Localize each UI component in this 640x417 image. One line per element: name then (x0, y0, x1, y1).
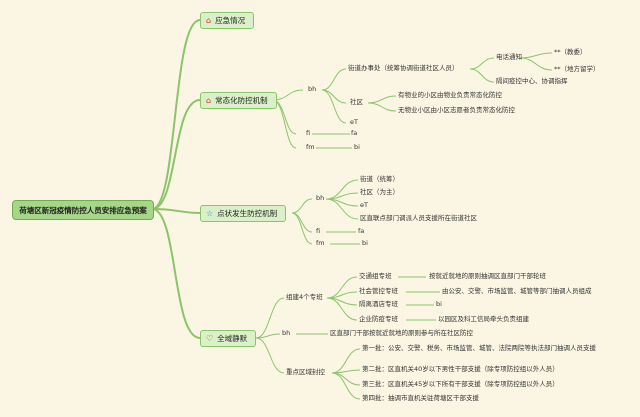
node-fi[interactable]: fi (316, 227, 321, 235)
node-fm[interactable]: fm (306, 143, 315, 151)
node-community-main[interactable]: 社区（为主） (360, 188, 399, 196)
node-street-office[interactable]: 街道办事处（统筹协调街道社区人员） (348, 64, 459, 72)
edge-b4-zd-p4 (331, 372, 361, 400)
node-cdc-coordination[interactable]: 隔间疫控中心、协调指挥 (496, 77, 568, 85)
node-bi[interactable]: bi (354, 143, 360, 151)
edge-b2-dianhua-difang (519, 57, 553, 71)
edge-b2-jiedao-dianhua (469, 57, 495, 70)
edge-b2-bh-et (321, 89, 347, 124)
edge-b3-bh (291, 198, 313, 214)
node-fa[interactable]: fa (358, 227, 365, 235)
house-icon: ⌂ (206, 15, 212, 25)
node-batch-3[interactable]: 第三批：区直机关45岁以下所有干部支援（除专项防控组以外人员） (362, 380, 559, 388)
branch-full-lockdown[interactable]: ♡ 全域静默 (200, 330, 257, 347)
branch-label: 应急情况 (215, 16, 246, 25)
node-fa[interactable]: fa (351, 129, 358, 137)
edge-b2-bh-shequ (321, 89, 347, 104)
edge-b4-zb-qiye (326, 297, 358, 321)
node-phone-notice[interactable]: 电话通知 (496, 53, 522, 61)
edge-b4-zd-p2 (331, 369, 361, 374)
edge-b4-zd-p1 (331, 348, 361, 374)
edge-b2-dianhua-jiaoyao (519, 52, 553, 59)
edge-root-b1 (151, 19, 201, 210)
node-fi[interactable]: fi (306, 129, 311, 137)
node-property-managed[interactable]: 有物业的小区由物业负责常态化防控 (398, 91, 502, 99)
node-batch-4[interactable]: 第四批：抽调市直机关驻荷塘区干部支援 (362, 394, 479, 402)
edge-root-b4 (151, 208, 201, 339)
node-education[interactable]: **（教委） (554, 48, 587, 56)
root-label: 荷塘区新冠疫情防控人员安排应急预案 (19, 205, 147, 215)
edge-b2-shequ-wuye2 (367, 102, 397, 112)
node-batch-1[interactable]: 第一批：公安、交警、税务、市场监管、城管、法院两院等执法部门抽调人员支援 (362, 344, 596, 352)
node-street-coord[interactable]: 街道（统筹） (360, 175, 399, 183)
node-traffic-team[interactable]: 交通组专班 (359, 272, 392, 280)
node-traffic-desc[interactable]: 按就近就地的原则抽调区直部门干部轮班 (429, 272, 546, 280)
node-community[interactable]: 社区 (350, 98, 363, 106)
node-no-property[interactable]: 无物业小区由小区志愿者负责常态化防控 (398, 106, 515, 114)
edge-b4-bh (255, 333, 281, 339)
node-cadre-community[interactable]: 区直部门干部按就近就地的原则参与所在社区防控 (330, 329, 473, 337)
edge-b2-jiedao-geli (469, 68, 495, 83)
node-social-control-team[interactable]: 社会管控专班 (359, 287, 398, 295)
node-social-control-desc[interactable]: 由公安、交警、市场监管、城管等部门抽调人员组成 (442, 287, 592, 295)
edge-root-b2 (151, 99, 201, 210)
node-overseas[interactable]: **（地方留学） (554, 65, 600, 73)
node-district-support[interactable]: 区直联点部门调派人员支援所在街道社区 (360, 214, 477, 222)
edge-b2-bh-jiedao (321, 68, 347, 91)
house-icon: ⌂ (206, 95, 212, 105)
edge-root-b3 (151, 208, 201, 214)
node-enterprise-team[interactable]: 企业防疫专班 (359, 315, 398, 323)
edge-b3-bh-quzhi (325, 198, 359, 220)
node-enterprise-desc[interactable]: 以园区及科工信局牵头负责组建 (438, 315, 529, 323)
branch-label: 常态化防控机制 (215, 96, 268, 105)
node-bh[interactable]: bh (308, 85, 317, 93)
edge-b4-zhuanban (255, 297, 285, 339)
node-et[interactable]: eT (350, 118, 358, 126)
node-batch-2[interactable]: 第二批：区直机关40岁以下男性干部支援（除专项防控组以外人员） (362, 365, 559, 373)
node-bi[interactable]: bi (362, 239, 368, 247)
root-node[interactable]: 荷塘区新冠疫情防控人员安排应急预案 (12, 200, 154, 220)
branch-label: 点状发生防控机制 (217, 209, 278, 218)
edge-b2-bh (272, 89, 304, 101)
edge-b4-zd-p3 (331, 372, 361, 386)
edge-b2-shequ-wuye1 (367, 95, 397, 104)
node-bi[interactable]: bi (436, 300, 442, 308)
node-four-teams[interactable]: 组建4个专班 (286, 293, 323, 301)
star-icon: ☆ (206, 208, 214, 218)
node-fm[interactable]: fm (316, 239, 325, 247)
branch-label: 全域静默 (217, 334, 248, 343)
branch-point-outbreak[interactable]: ☆ 点状发生防控机制 (200, 205, 287, 222)
node-bh[interactable]: bh (316, 194, 325, 202)
node-key-area-lockdown[interactable]: 重点区域封控 (286, 368, 325, 376)
branch-emergency[interactable]: ⌂ 应急情况 (200, 12, 255, 29)
node-bh[interactable]: bh (282, 329, 291, 337)
edge-b3-fm (291, 212, 313, 245)
edge-b4-zhongdian (255, 337, 285, 374)
node-et[interactable]: eT (360, 201, 368, 209)
heart-icon: ♡ (206, 333, 214, 343)
node-quarantine-hotel-team[interactable]: 隔离酒店专班 (359, 300, 398, 308)
branch-normalized-prevention[interactable]: ⌂ 常态化防控机制 (200, 92, 277, 109)
